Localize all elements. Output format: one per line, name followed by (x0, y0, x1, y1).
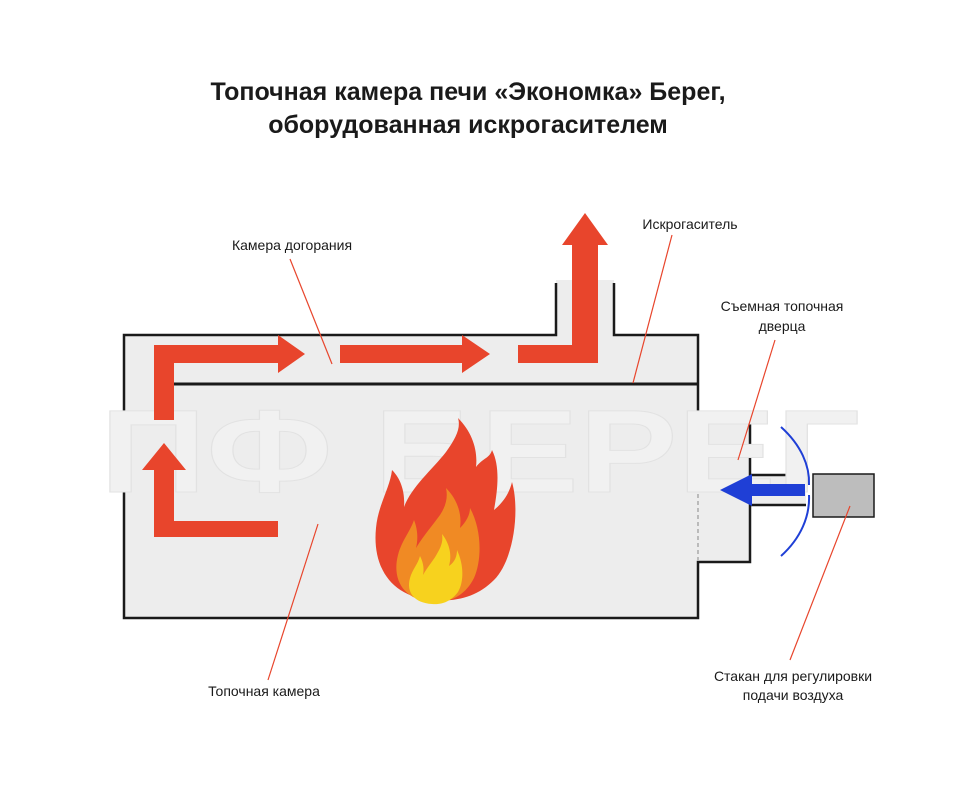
label-door-line-2: дверца (759, 318, 806, 334)
flow-arrow-middle (340, 335, 490, 373)
title-line-1: Топочная камера печи «Экономка» Берег, (210, 78, 726, 106)
chamber-main-outline (122, 283, 806, 620)
flow-arrow-left-up-turn-right (154, 335, 305, 420)
label-cup-line-1: Стакан для регулировки (714, 668, 872, 684)
flow-arrow-bottom-up (142, 443, 278, 537)
label-door-line-1: Съемная топочная (721, 298, 844, 314)
flow-arrow-chimney (518, 213, 608, 363)
air-flow-arc-bottom (780, 494, 811, 557)
gas-flow-arrows (142, 213, 608, 537)
label-spark-arrester: Искрогаситель (642, 216, 737, 232)
leader-door (737, 339, 776, 461)
air-flow (720, 426, 811, 557)
diagram-title: Топочная камера печи «Экономка» Берег, о… (0, 76, 936, 142)
title-line-2: оборудованная искрогасителем (268, 111, 668, 139)
label-afterburn-chamber: Камера догорания (232, 237, 352, 253)
fire-icon (375, 418, 516, 605)
leader-lines (267, 234, 851, 681)
air-flow-arrow (720, 474, 805, 506)
air-regulating-cup (812, 473, 875, 518)
flame-inner (408, 534, 463, 605)
leader-spark-arrester (632, 234, 673, 384)
leader-firebox (267, 523, 319, 681)
air-flow-arc-top (780, 426, 811, 486)
label-firebox: Топочная камера (208, 683, 320, 699)
leader-cup (789, 505, 851, 661)
label-cup-line-2: подачи воздуха (743, 687, 844, 703)
leader-afterburn (289, 258, 333, 365)
